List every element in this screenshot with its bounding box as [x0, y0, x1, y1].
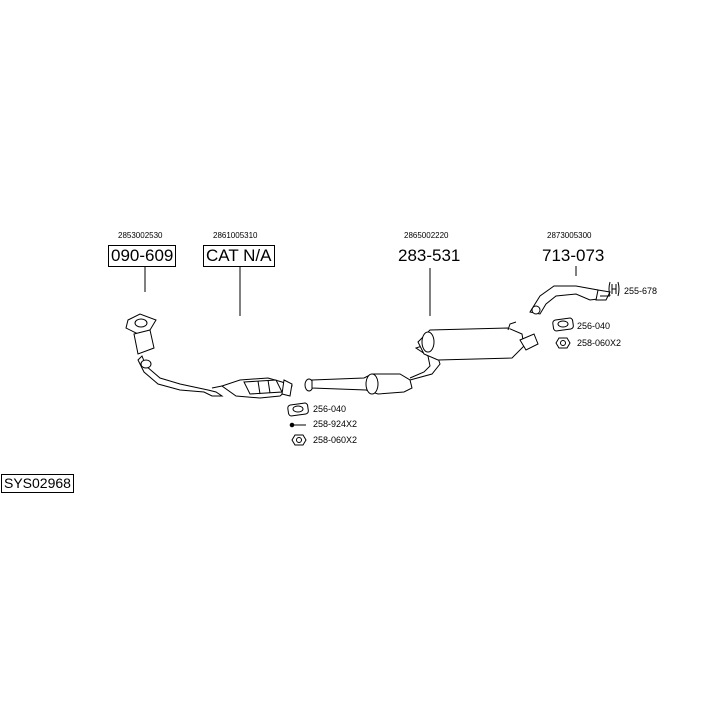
oe-ref-4: 2873005300: [547, 231, 592, 240]
part-number-2[interactable]: CAT N/A: [203, 245, 275, 267]
system-code: SYS02968: [1, 474, 74, 493]
front-pipe: [125, 313, 224, 397]
bolt-icon: [289, 422, 306, 428]
gasket-icon: [552, 317, 574, 332]
hardware-front-label-2: 258-924X2: [313, 419, 358, 429]
hardware-front-label-1: 256-040: [313, 404, 347, 414]
rear-silencer: [417, 321, 539, 361]
hardware-rear-label-1: 255-678: [624, 286, 658, 296]
hanger-icon: [608, 281, 620, 297]
part-number-4[interactable]: 713-073: [542, 246, 605, 265]
nut-icon: [555, 337, 571, 349]
part-number-1[interactable]: 090-609: [108, 245, 177, 267]
middle-pipe: [304, 345, 441, 395]
oe-ref-1: 2853002530: [118, 231, 163, 240]
hardware-front-label-3: 258-060X2: [313, 435, 358, 445]
hardware-rear-label-2: 256-040: [577, 321, 611, 331]
oe-ref-2: 2861005310: [213, 231, 258, 240]
tail-pipe: [529, 285, 611, 315]
part-number-3[interactable]: 283-531: [398, 246, 461, 265]
oe-ref-3: 2865002220: [404, 231, 449, 240]
hardware-rear-label-3: 258-060X2: [577, 338, 622, 348]
catalytic-converter: [211, 377, 293, 399]
nut-icon: [291, 434, 307, 446]
gasket-icon: [287, 402, 309, 417]
